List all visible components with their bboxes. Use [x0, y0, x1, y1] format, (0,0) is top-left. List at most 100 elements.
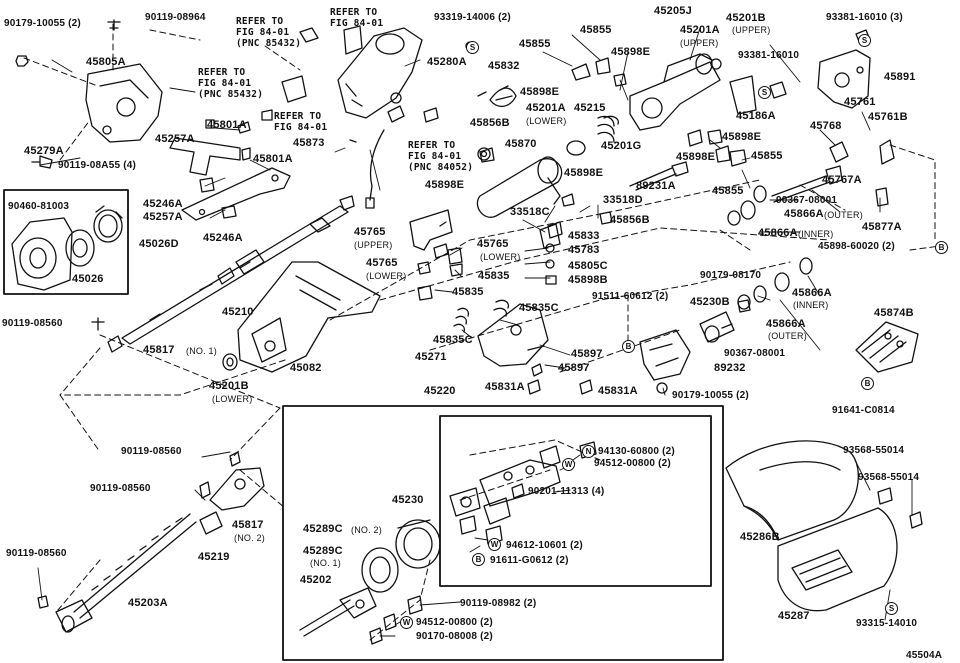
- shaft-45202: [299, 519, 441, 645]
- part-label: 45866A: [792, 287, 832, 299]
- washers-45866a: [727, 185, 813, 310]
- part-label: 45898B: [568, 274, 608, 286]
- part-qualifier: (UPPER): [354, 240, 393, 250]
- part-qualifier: (NO. 1): [310, 558, 341, 568]
- part-label: 90119-08982 (2): [460, 598, 537, 609]
- column-bracket-45082: [222, 261, 381, 373]
- brackets-45801a: [169, 119, 291, 221]
- part-label: 90179-10055 (2): [4, 18, 81, 29]
- b-marker: B: [622, 340, 635, 353]
- part-label: 45855: [519, 38, 551, 50]
- refer-line: REFER TO: [274, 111, 322, 122]
- part-label: 45855: [580, 24, 612, 36]
- part-label: 45805C: [568, 260, 608, 272]
- part-label: 90460-81003: [8, 201, 70, 212]
- part-label: 45765: [354, 226, 386, 238]
- part-label: 45897: [571, 348, 603, 360]
- part-label: 45202: [300, 574, 332, 586]
- refer-line: REFER TO: [408, 140, 456, 151]
- part-label: 90367-08001: [724, 348, 786, 359]
- universal-joint-45230: [449, 441, 597, 545]
- s-marker: S: [466, 41, 479, 54]
- part-qualifier: (LOWER): [366, 271, 407, 281]
- s-marker: S: [758, 86, 771, 99]
- refer-line: (PNC 85432): [198, 89, 264, 100]
- n-marker: N: [582, 445, 595, 458]
- part-label: 45257A: [155, 133, 195, 145]
- part-label: 93315-14010: [856, 618, 918, 629]
- part-label: 45891: [884, 71, 916, 83]
- column-tube-45280a: [261, 25, 439, 209]
- part-label: 45257A: [143, 211, 183, 223]
- part-label: 45898-60020 (2): [818, 241, 895, 252]
- part-label: 45026: [72, 273, 104, 285]
- part-label: 93568-55014: [843, 445, 905, 456]
- refer-note-fig-84-01-a: REFER TO FIG 84-01 (PNC 85432): [236, 16, 301, 49]
- part-label: 45246A: [203, 232, 243, 244]
- refer-line: REFER TO: [236, 16, 284, 27]
- misc-springs: [439, 115, 733, 329]
- s-marker: S: [885, 602, 898, 615]
- part-label: 91641-C0814: [832, 405, 895, 416]
- refer-line: (PNC 84052): [408, 162, 474, 173]
- part-label: 45866A: [784, 208, 824, 220]
- part-label: 45898E: [611, 46, 651, 58]
- part-label: 45817: [143, 344, 175, 356]
- part-label: 90119-08560: [121, 446, 182, 457]
- part-label: 94130-60800 (2): [598, 446, 675, 457]
- part-label: 90367-08001: [776, 195, 838, 206]
- part-label: 90119-08560: [90, 483, 151, 494]
- part-label: 94612-10601 (2): [506, 540, 583, 551]
- part-label: 45866A: [758, 227, 798, 239]
- b-marker: B: [472, 553, 485, 566]
- part-qualifier: (NO. 1): [186, 346, 217, 356]
- frame-45230: [439, 415, 712, 587]
- refer-line: FIG 84-01: [198, 78, 252, 89]
- inset-frame-45026d: [3, 189, 129, 295]
- part-label: 45870: [505, 138, 537, 150]
- part-label: 45873: [293, 137, 325, 149]
- part-label: 45203A: [128, 597, 168, 609]
- refer-note-fig-84-01-d: REFER TO FIG 84-01: [274, 111, 327, 133]
- w-marker: W: [562, 458, 575, 471]
- refer-line: FIG 84-01: [330, 18, 384, 29]
- part-label: 94512-00800 (2): [416, 617, 493, 628]
- part-qualifier: (UPPER): [680, 38, 719, 48]
- part-label: 90119-08560: [6, 548, 67, 559]
- leader-lines: [37, 27, 913, 637]
- part-label: 45835C: [433, 334, 473, 346]
- part-qualifier: (UPPER): [732, 25, 771, 35]
- refer-note-fig-84-01-e: REFER TO FIG 84-01 (PNC 84052): [408, 140, 473, 173]
- part-label: 45831A: [598, 385, 638, 397]
- part-qualifier: (OUTER): [824, 210, 863, 220]
- part-label: 45783: [568, 244, 600, 256]
- part-label: 45220: [424, 385, 456, 397]
- part-label: 45768: [810, 120, 842, 132]
- part-label: 45201A: [680, 24, 720, 36]
- pad-45874b: [855, 321, 919, 373]
- part-label: 45898E: [425, 179, 465, 191]
- part-label: 45246A: [143, 198, 183, 210]
- part-label: 45898E: [564, 167, 604, 179]
- part-qualifier: (INNER): [798, 229, 834, 239]
- switch-parts-45833: [409, 209, 561, 333]
- part-label: 45289C: [303, 523, 343, 535]
- refer-line: REFER TO: [198, 67, 246, 78]
- refer-line: FIG 84-01: [236, 27, 290, 38]
- part-label: 45898E: [676, 151, 716, 163]
- part-label: 45286B: [740, 531, 780, 543]
- part-label: 45205J: [654, 5, 692, 17]
- part-label: 45765: [366, 257, 398, 269]
- part-label: 45765: [477, 238, 509, 250]
- refer-line: (PNC 85432): [236, 38, 302, 49]
- part-label: 90179-08170: [700, 270, 762, 281]
- part-label: 45801A: [253, 153, 293, 165]
- part-label: 45897: [558, 362, 590, 374]
- part-label: 45856B: [470, 117, 510, 129]
- part-label: 45874B: [874, 307, 914, 319]
- steering-coupling-45026d: [11, 205, 123, 291]
- part-label: 45898E: [520, 86, 560, 98]
- part-label: 91611-G0612 (2): [490, 555, 569, 566]
